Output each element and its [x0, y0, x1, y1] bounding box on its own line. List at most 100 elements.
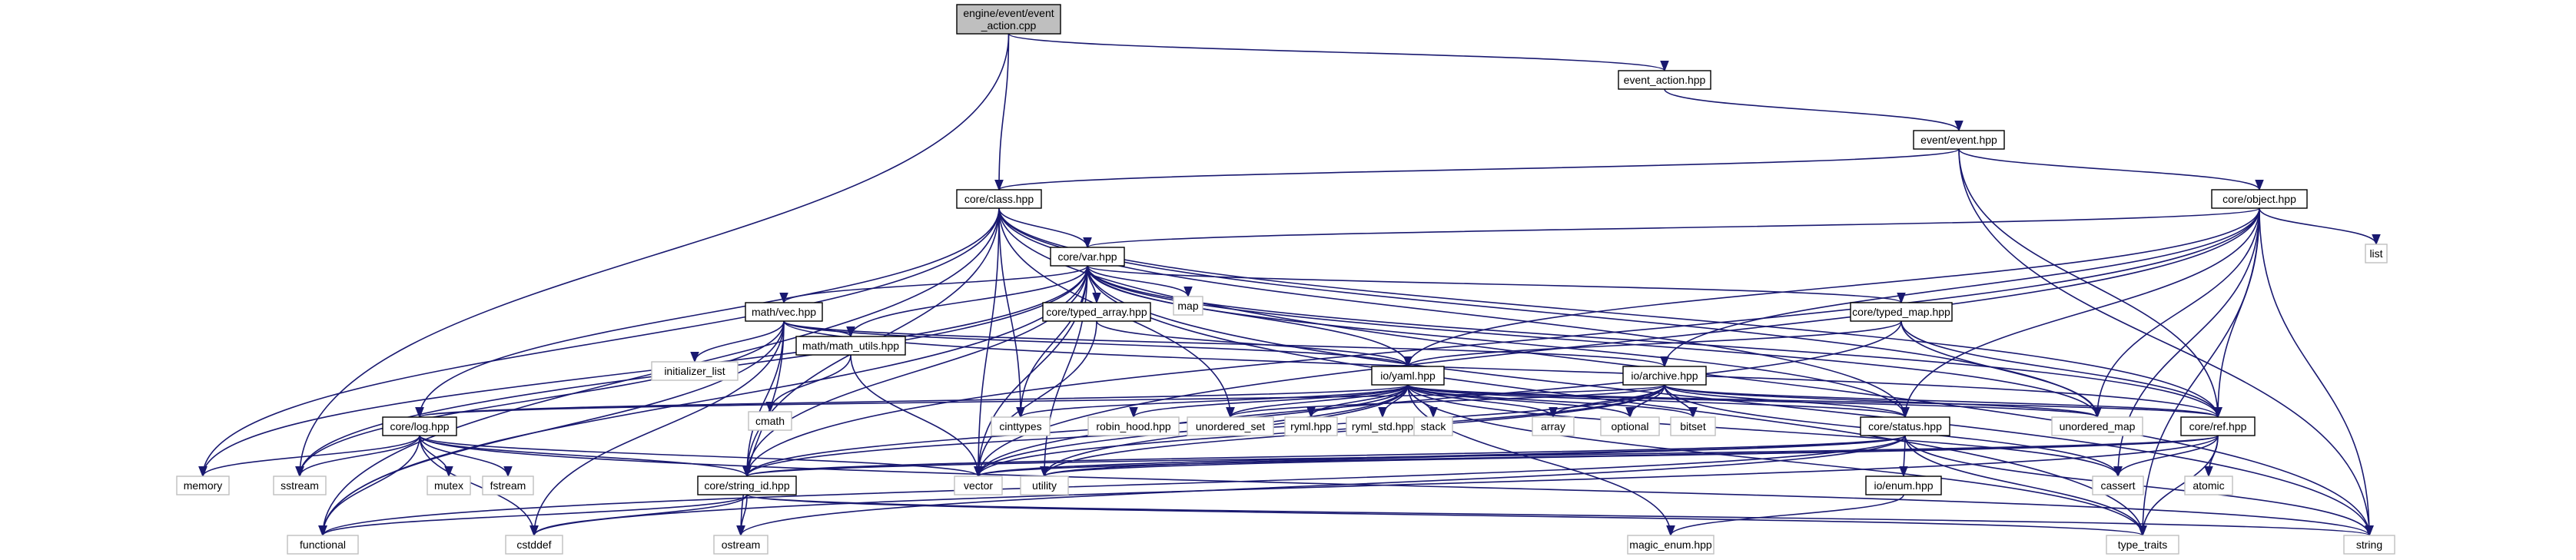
node-box — [1371, 366, 1445, 386]
node-typed_map[interactable]: core/typed_map.hpp — [1850, 302, 1953, 322]
node-box — [697, 476, 797, 495]
edge-object-to-string — [2259, 207, 2374, 537]
node-box — [2106, 535, 2179, 555]
edge-path — [1899, 435, 1908, 478]
edge-path — [2113, 435, 2219, 478]
node-typed_array[interactable]: core/typed_array.hpp — [1042, 302, 1151, 322]
edge-object-to-archive — [1660, 207, 2260, 368]
edge-path — [318, 435, 1906, 537]
node-label: core/status.hpp — [1868, 420, 1942, 432]
edge-path — [2138, 435, 2219, 537]
edge-path — [318, 435, 420, 537]
node-label: io/enum.hpp — [1874, 479, 1933, 492]
node-utility: utility — [1020, 476, 1069, 495]
edge-path — [1407, 384, 1635, 419]
edge-string_id-to-type_traits — [746, 494, 2146, 537]
node-label: utility — [1032, 479, 1057, 492]
edge-vec-to-archive — [783, 320, 1669, 368]
edge-vec-to-cstddef — [529, 320, 785, 537]
node-box — [176, 476, 230, 495]
node-box — [382, 416, 457, 436]
node-class[interactable]: core/class.hpp — [956, 189, 1042, 209]
edge-var-to-map — [1087, 265, 1193, 298]
edge-path — [1664, 384, 1910, 419]
edge-var-to-vec — [779, 265, 1088, 304]
edge-object-to-list — [2259, 207, 2381, 246]
edge-status-to-enum — [1899, 435, 1908, 478]
node-magic_enum: magic_enum.hpp — [1627, 535, 1715, 555]
node-log[interactable]: core/log.hpp — [382, 416, 457, 436]
edge-path — [415, 207, 1000, 419]
node-label: event/event.hpp — [1920, 134, 1997, 146]
node-label: bitset — [1680, 420, 1706, 432]
node-event[interactable]: event/event.hpp — [1913, 130, 2005, 150]
edge-path — [742, 320, 785, 478]
edge-path — [1226, 384, 1665, 419]
edge-path — [1664, 384, 2102, 419]
edge-yaml-to-cassert — [1407, 384, 2123, 478]
edge-yaml-to-optional — [1407, 384, 1635, 419]
edge-class-to-cinttypes — [998, 207, 1025, 419]
edge-path — [2259, 207, 2381, 246]
edge-log-to-functional — [318, 435, 420, 537]
node-box — [1413, 416, 1453, 436]
node-sstream: sstream — [273, 476, 327, 495]
node-event_action[interactable]: event_action.hpp — [1618, 70, 1711, 90]
node-enum[interactable]: io/enum.hpp — [1865, 476, 1942, 495]
node-box — [795, 336, 906, 356]
edge-path — [736, 435, 1906, 537]
node-label: math/vec.hpp — [752, 306, 816, 318]
node-label: fstream — [490, 479, 526, 492]
node-fstream: fstream — [482, 476, 534, 495]
node-box — [2180, 416, 2256, 436]
node-math_utils[interactable]: math/math_utils.hpp — [795, 336, 906, 356]
edge-class-to-memory — [198, 207, 1000, 478]
edge-path — [416, 384, 1409, 419]
node-status[interactable]: core/status.hpp — [1860, 416, 1950, 436]
node-archive[interactable]: io/archive.hpp — [1622, 366, 1707, 386]
node-object[interactable]: core/object.hpp — [2211, 189, 2308, 209]
edge-log-to-cstddef — [419, 435, 539, 537]
node-yaml[interactable]: io/yaml.hpp — [1371, 366, 1445, 386]
edge-path — [1407, 384, 1558, 419]
node-label: core/log.hpp — [390, 420, 449, 432]
edge-path — [1407, 384, 1675, 537]
edge-string_id-to-cstddef — [529, 494, 748, 537]
edge-enum-to-magic_enum — [1666, 494, 1904, 537]
node-var[interactable]: core/var.hpp — [1050, 247, 1125, 267]
edge-path — [783, 320, 1669, 368]
edge-path — [295, 320, 785, 478]
edge-path — [198, 207, 1000, 478]
edge-yaml-to-type_traits — [1407, 384, 2147, 537]
edge-path — [419, 435, 513, 478]
node-label: cstddef — [516, 538, 551, 551]
node-ryml: ryml.hpp — [1284, 416, 1338, 436]
edge-path — [318, 494, 748, 537]
edge-yaml-to-bitset — [1407, 384, 1698, 419]
edge-yaml-to-ryml — [1306, 384, 1409, 419]
node-label: robin_hood.hpp — [1096, 420, 1171, 432]
node-array: array — [1532, 416, 1575, 436]
node-string_id[interactable]: core/string_id.hpp — [697, 476, 797, 495]
edge-path — [974, 207, 2260, 478]
node-label: unordered_map — [2060, 420, 2136, 432]
edge-path — [779, 265, 1088, 304]
node-vec[interactable]: math/vec.hpp — [745, 302, 823, 322]
node-label: cmath — [755, 415, 785, 427]
node-label: engine/event/event — [963, 7, 1054, 19]
node-label: core/string_id.hpp — [704, 479, 790, 492]
edge-path — [419, 435, 983, 478]
edge-vec-to-sstream — [295, 320, 785, 478]
edge-object-to-vector — [974, 207, 2260, 478]
edge-path — [1016, 384, 1409, 419]
node-ref[interactable]: core/ref.hpp — [2180, 416, 2256, 436]
edge-typed_map-to-unordered_map — [1900, 320, 2102, 419]
edge-yaml-to-unordered_set — [1226, 384, 1409, 419]
node-box — [1670, 416, 1716, 436]
edge-path — [419, 435, 539, 537]
node-root[interactable]: engine/event/event_action.cpp — [956, 4, 1061, 35]
node-box — [1627, 535, 1715, 555]
node-box — [505, 535, 563, 555]
node-label: ryml.hpp — [1290, 420, 1332, 432]
